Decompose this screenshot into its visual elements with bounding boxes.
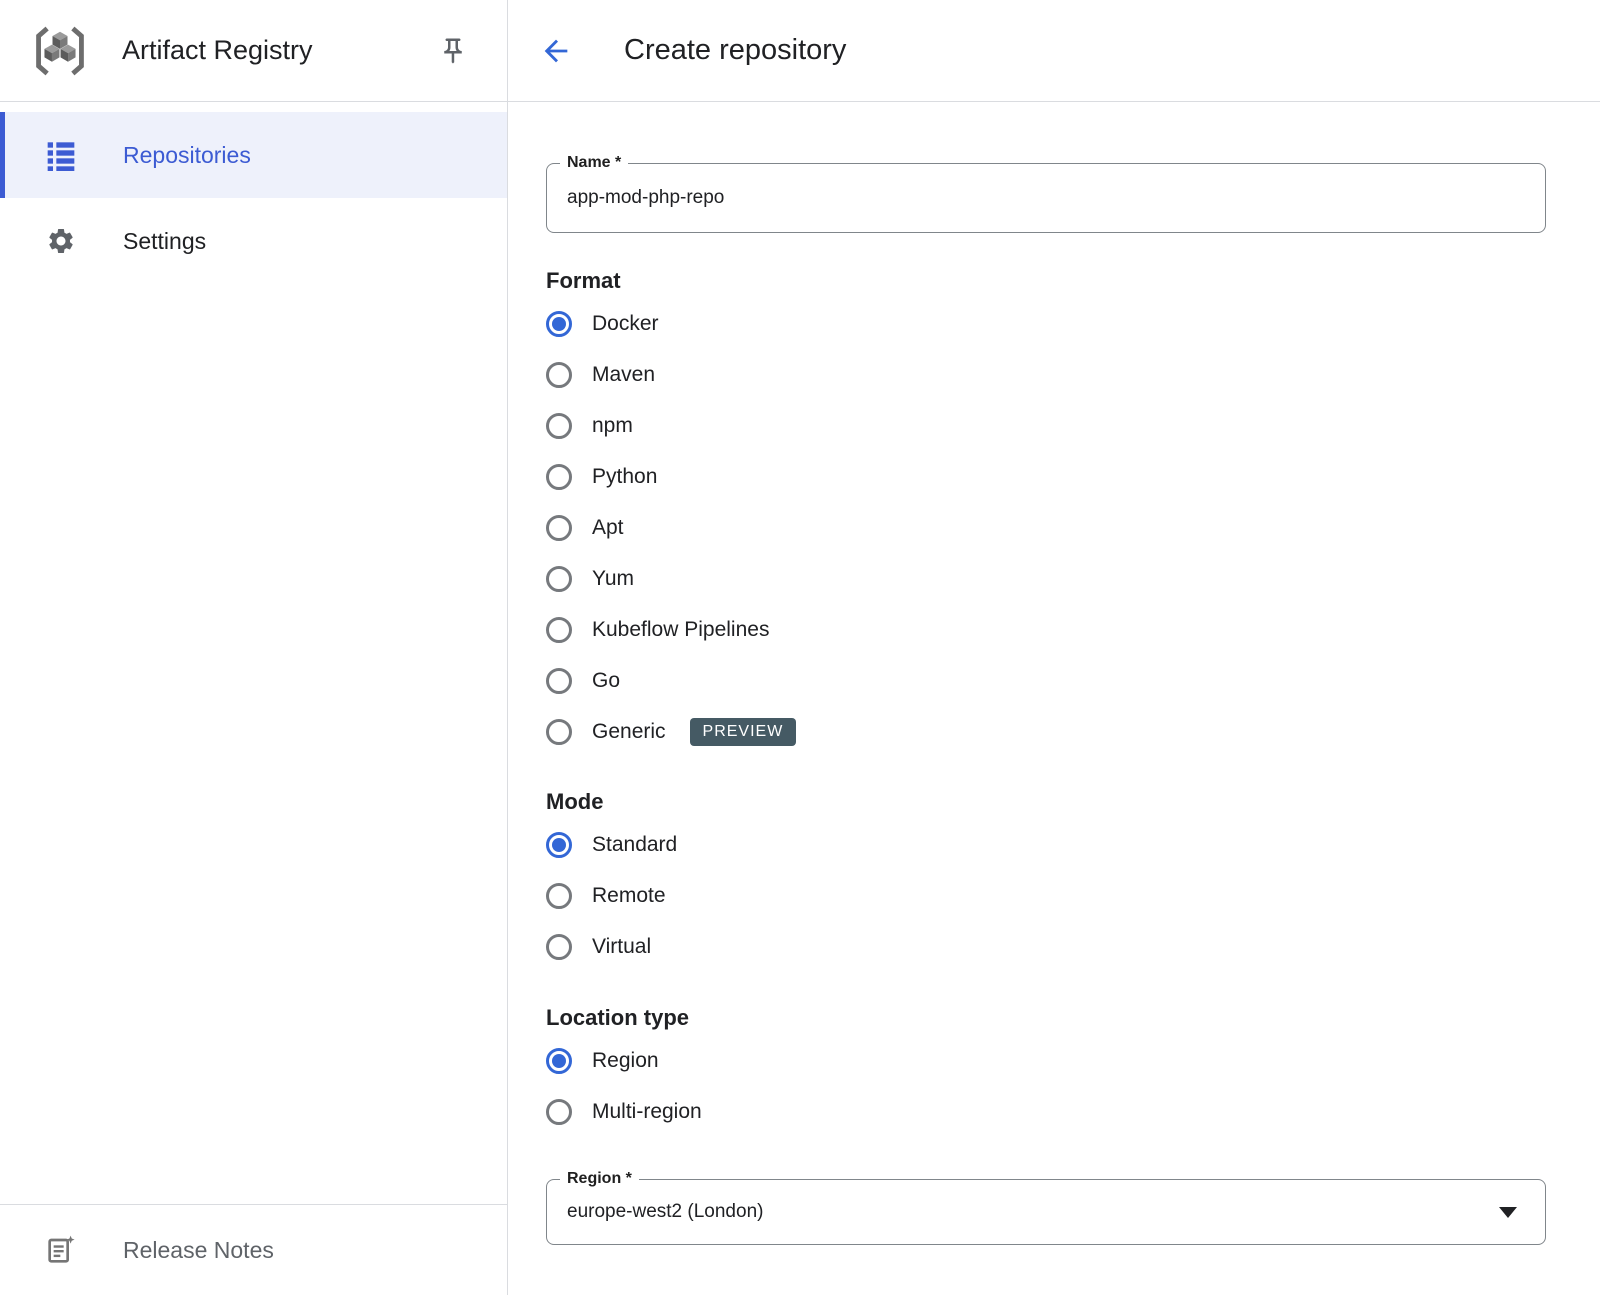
radio-option-docker[interactable]: Docker [546, 298, 1546, 349]
format-section-label: Format [546, 268, 621, 293]
radio-option-yum[interactable]: Yum [546, 553, 1546, 604]
radio-option-maven[interactable]: Maven [546, 349, 1546, 400]
radio-selected-icon[interactable] [546, 831, 572, 858]
radio-option-kubeflow-pipelines[interactable]: Kubeflow Pipelines [546, 604, 1546, 655]
page-header: Create repository [508, 0, 1600, 102]
radio-option-label: Docker [592, 311, 659, 335]
release-notes-icon [45, 1234, 77, 1266]
radio-option-label: Remote [592, 883, 666, 907]
sidebar-footer: Release Notes [0, 1204, 507, 1295]
radio-option-remote[interactable]: Remote [546, 870, 1546, 921]
radio-option-label: Apt [592, 515, 624, 539]
radio-option-standard[interactable]: Standard [546, 819, 1546, 870]
region-select[interactable]: Region * europe-west2 (London) [546, 1168, 1546, 1245]
mode-section-label: Mode [546, 789, 604, 814]
radio-option-multi-region[interactable]: Multi-region [546, 1086, 1546, 1137]
radio-unselected-icon[interactable] [546, 882, 572, 909]
radio-option-label: Virtual [592, 934, 652, 958]
radio-unselected-icon[interactable] [546, 667, 572, 694]
radio-option-label: Python [592, 464, 658, 488]
pin-icon[interactable] [435, 33, 471, 69]
radio-unselected-icon[interactable] [546, 463, 572, 490]
main-panel: Create repository Name * app-mod-php-rep… [508, 0, 1600, 1295]
radio-selected-icon[interactable] [546, 1047, 572, 1074]
radio-unselected-icon[interactable] [546, 1098, 572, 1125]
sidebar-item-settings[interactable]: Settings [0, 198, 507, 284]
radio-option-label: Standard [592, 832, 678, 856]
region-select-value: europe-west2 (London) [567, 1201, 764, 1222]
radio-option-label: Generic [592, 719, 666, 743]
sidebar: Artifact Registry Repositories [0, 0, 508, 1295]
app-title: Artifact Registry [122, 35, 313, 65]
radio-option-label: Multi-region [592, 1099, 702, 1123]
name-field-label: Name * [560, 152, 629, 174]
radio-option-label: Go [592, 668, 621, 692]
region-select-label: Region * [560, 1168, 639, 1190]
radio-option-generic[interactable]: Generic PREVIEW [546, 706, 1546, 757]
sidebar-item-label: Release Notes [123, 1236, 274, 1263]
radio-unselected-icon[interactable] [546, 718, 572, 745]
artifact-registry-logo-icon [30, 21, 90, 81]
sidebar-item-release-notes[interactable]: Release Notes [0, 1205, 507, 1295]
radio-option-go[interactable]: Go [546, 655, 1546, 706]
radio-option-apt[interactable]: Apt [546, 502, 1546, 553]
radio-option-label: npm [592, 413, 633, 437]
page-title: Create repository [624, 34, 847, 66]
sidebar-item-label: Repositories [123, 141, 251, 168]
radio-unselected-icon[interactable] [546, 933, 572, 960]
radio-option-python[interactable]: Python [546, 451, 1546, 502]
radio-unselected-icon[interactable] [546, 565, 572, 592]
radio-unselected-icon[interactable] [546, 361, 572, 388]
name-field[interactable]: Name * app-mod-php-repo [546, 152, 1546, 233]
name-field-value: app-mod-php-repo [567, 187, 725, 208]
radio-option-npm[interactable]: npm [546, 400, 1546, 451]
radio-selected-icon[interactable] [546, 310, 572, 337]
list-icon [45, 139, 77, 171]
radio-option-region[interactable]: Region [546, 1035, 1546, 1086]
radio-unselected-icon[interactable] [546, 412, 572, 439]
gear-icon [45, 225, 77, 257]
back-arrow-icon[interactable] [536, 31, 576, 71]
sidebar-item-label: Settings [123, 227, 207, 254]
sidebar-item-repositories[interactable]: Repositories [0, 112, 507, 198]
preview-badge: PREVIEW [689, 717, 797, 746]
sidebar-nav: Repositories Settings [0, 102, 507, 284]
radio-option-label: Region [592, 1048, 659, 1072]
radio-unselected-icon[interactable] [546, 514, 572, 541]
sidebar-header: Artifact Registry [0, 0, 507, 102]
radio-option-label: Yum [592, 566, 635, 590]
location-type-section-label: Location type [546, 1005, 690, 1030]
dropdown-arrow-icon [1499, 1206, 1517, 1218]
radio-unselected-icon[interactable] [546, 616, 572, 643]
radio-option-label: Kubeflow Pipelines [592, 617, 770, 641]
radio-option-label: Maven [592, 362, 656, 386]
radio-option-virtual[interactable]: Virtual [546, 921, 1546, 972]
